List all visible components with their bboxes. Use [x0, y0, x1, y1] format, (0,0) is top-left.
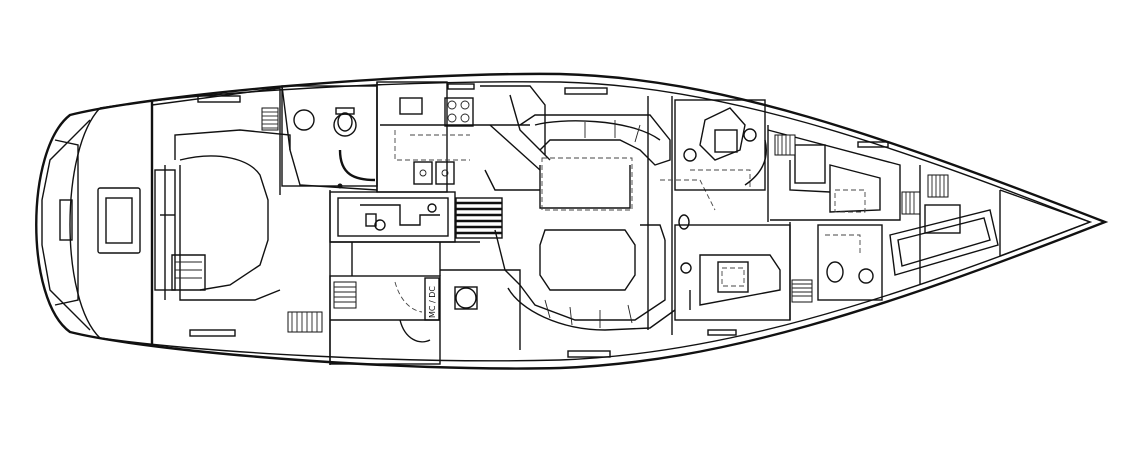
galley-sink-3	[435, 161, 455, 185]
hull-outline	[35, 72, 1109, 370]
nav-seat	[455, 287, 477, 309]
mast-step	[678, 214, 690, 230]
mc-dc-panel	[424, 277, 440, 321]
porthole-saloon	[567, 350, 611, 358]
toilet	[333, 113, 357, 137]
bow-berth	[889, 209, 999, 276]
aft-head	[281, 85, 378, 191]
stern-cockpit	[41, 100, 153, 345]
forward-head-stbd	[674, 99, 767, 191]
toilet-fwd	[826, 261, 844, 283]
engine-room	[329, 191, 456, 243]
forward-head-port	[791, 224, 883, 303]
porthole-aft-stbd	[197, 95, 241, 103]
galley-sink-1	[399, 97, 423, 115]
aft-cabin	[151, 87, 291, 337]
porthole-aft-port	[189, 329, 236, 337]
forward-berth-stbd	[767, 129, 901, 221]
saloon-table	[539, 229, 636, 291]
galley-sink-2	[413, 161, 433, 185]
vent-grille-2	[287, 311, 323, 333]
bulkheads	[150, 82, 791, 365]
vent-grille-6	[927, 174, 949, 198]
wash-basin	[293, 109, 315, 131]
vent-grille-5	[791, 279, 813, 303]
saloon	[484, 114, 676, 358]
mc-dc-label: MC / DC	[428, 286, 437, 318]
vent-grille-1	[261, 107, 279, 131]
companionway-steps	[455, 197, 503, 239]
vent-grille-3	[333, 281, 357, 309]
basin-fwd	[858, 268, 874, 284]
nav-station: MC / DC	[329, 269, 521, 365]
bow-cabin	[889, 165, 999, 285]
vent-grille-7	[901, 191, 921, 215]
forward-cabin-port	[674, 224, 791, 336]
mast-passage	[647, 96, 716, 335]
porthole-galley	[564, 87, 608, 95]
porthole-fwd-port	[707, 329, 737, 336]
stove	[444, 97, 474, 127]
galley	[376, 81, 608, 193]
